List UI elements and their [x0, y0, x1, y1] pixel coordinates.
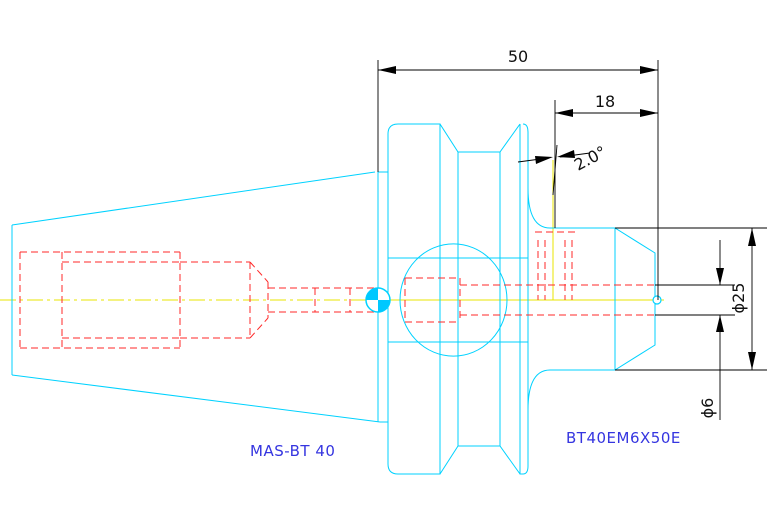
nose-outline — [527, 187, 656, 411]
holder-name-label: MAS-BT 40 — [250, 442, 335, 460]
center-marker — [365, 287, 662, 313]
dimension-overall-length: 50 — [377, 47, 659, 300]
dimension-outer-diameter: ϕ25 — [615, 227, 767, 371]
dimension-6-text: ϕ6 — [698, 398, 717, 419]
dimension-25-text: ϕ25 — [729, 283, 748, 314]
dimension-taper-angle: 2.0° — [517, 142, 609, 196]
dimension-nose-length: 18 — [554, 92, 658, 228]
dimension-bore-diameter: ϕ6 — [655, 240, 735, 420]
hidden-lines — [19, 231, 655, 349]
dimension-angle-text: 2.0° — [571, 142, 609, 174]
flange-outline — [387, 123, 529, 475]
dimension-50-text: 50 — [508, 47, 528, 66]
taper-shank-outline — [11, 171, 388, 423]
dimension-18-text: 18 — [595, 92, 615, 111]
part-number-label: BT40EM6X50E — [566, 429, 681, 447]
